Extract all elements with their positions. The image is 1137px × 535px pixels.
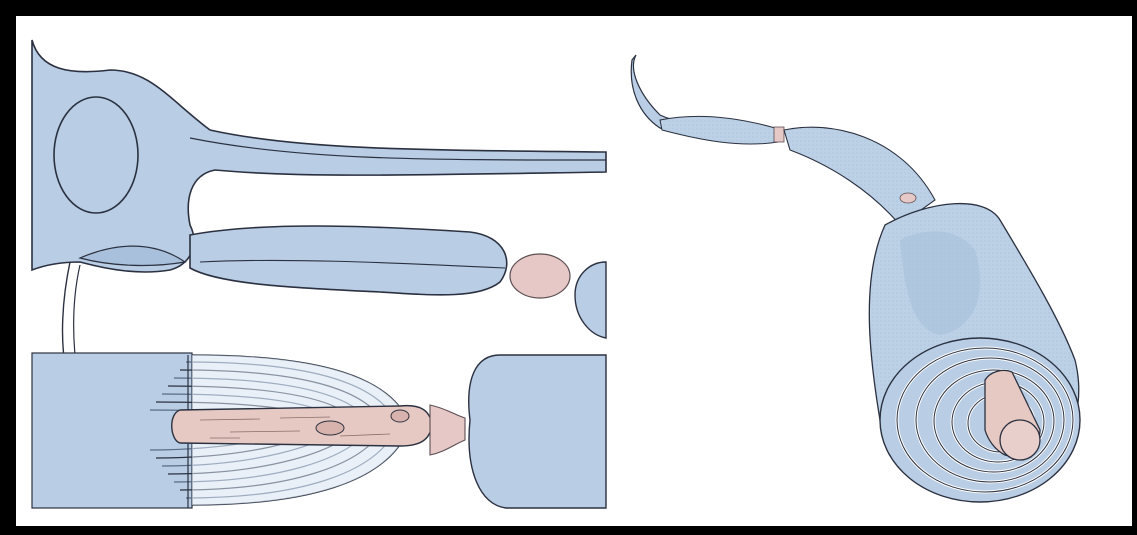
cell-body-right (784, 127, 935, 225)
mitochondrion-2 (391, 410, 409, 422)
process-mid (660, 116, 778, 144)
node-of-ranvier-lower (430, 405, 465, 455)
process-node-1 (774, 127, 784, 142)
left-panel (32, 40, 606, 508)
glial-nucleus (54, 97, 138, 213)
right-panel (631, 55, 1080, 502)
mitochondrion (316, 421, 344, 435)
axon-rod-end (1000, 420, 1040, 460)
spiral-end-face (880, 338, 1080, 502)
next-segment-upper (575, 262, 606, 338)
lower-segment-block (32, 353, 192, 508)
next-segment-lower (469, 355, 606, 508)
process-node-2 (900, 193, 916, 203)
node-of-ranvier-upper (510, 254, 570, 298)
